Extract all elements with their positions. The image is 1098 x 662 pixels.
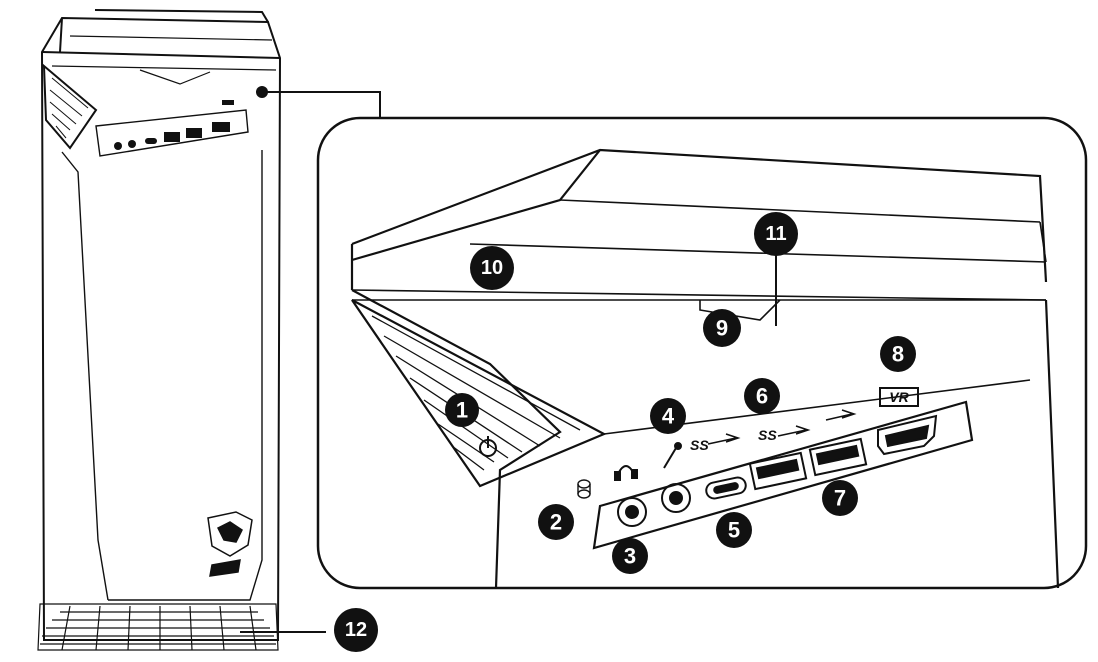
callout-12: 12 bbox=[334, 608, 378, 652]
callout-8: 8 bbox=[880, 336, 916, 372]
hdmi-port bbox=[877, 414, 938, 456]
power-panel-hatch bbox=[371, 315, 581, 471]
usb-icon bbox=[707, 409, 857, 445]
callout-1: 1 bbox=[445, 393, 479, 427]
microphone-icon bbox=[663, 442, 682, 469]
tower-ports bbox=[114, 100, 234, 150]
audio-jacks bbox=[617, 483, 691, 527]
svg-text:5: 5 bbox=[728, 518, 740, 543]
usb-c-port bbox=[705, 476, 747, 500]
power-icon bbox=[479, 436, 497, 457]
callout-11: 11 bbox=[754, 212, 798, 256]
front-edge bbox=[351, 289, 1060, 589]
callout-2: 2 bbox=[538, 504, 574, 540]
zoom-frame bbox=[316, 116, 1088, 590]
callout-10: 10 bbox=[470, 246, 514, 290]
svg-text:12: 12 bbox=[345, 619, 367, 641]
zoom-panel bbox=[316, 116, 1088, 590]
zoom-connector-line bbox=[262, 91, 381, 118]
svg-text:10: 10 bbox=[481, 257, 503, 279]
dragon-shield-logo bbox=[207, 511, 253, 577]
tower-bottom-grille bbox=[37, 603, 279, 651]
top-cap-outline bbox=[350, 148, 1048, 290]
svg-text:11: 11 bbox=[765, 223, 786, 245]
tower-power-panel bbox=[42, 63, 98, 150]
tower-power-hatch bbox=[49, 77, 89, 139]
vr-label: VR bbox=[889, 389, 909, 405]
usb3-label-a: SS bbox=[690, 437, 709, 453]
callout-9: 9 bbox=[703, 309, 741, 347]
tower-port-strip bbox=[95, 109, 249, 157]
hdd-led-icon bbox=[577, 479, 591, 499]
power-panel bbox=[351, 299, 607, 488]
pc-tower bbox=[37, 9, 282, 651]
top-cap-lines bbox=[351, 199, 1047, 301]
callout-5: 5 bbox=[716, 512, 752, 548]
svg-text:8: 8 bbox=[892, 342, 904, 367]
callout-4: 4 bbox=[650, 398, 686, 434]
tower-top-bevel bbox=[41, 9, 281, 59]
svg-text:2: 2 bbox=[550, 510, 562, 535]
port-strip bbox=[592, 400, 974, 550]
usb-a-port-2 bbox=[808, 437, 868, 477]
callout-7: 7 bbox=[822, 480, 858, 516]
svg-text:9: 9 bbox=[716, 316, 728, 341]
svg-text:3: 3 bbox=[624, 544, 636, 569]
svg-text:4: 4 bbox=[662, 404, 675, 429]
usb-a-port-1 bbox=[748, 451, 808, 491]
usb3-label-b: SS bbox=[758, 427, 777, 443]
callout-6: 6 bbox=[744, 378, 780, 414]
callouts: 1 2 3 4 5 6 7 8 bbox=[334, 212, 916, 652]
callout-3: 3 bbox=[612, 538, 648, 574]
tower-front-crease bbox=[61, 150, 263, 601]
tower-top-lines bbox=[51, 35, 277, 85]
svg-text:1: 1 bbox=[456, 398, 468, 423]
svg-text:7: 7 bbox=[834, 486, 846, 511]
zoom-detail bbox=[350, 148, 1060, 589]
svg-text:6: 6 bbox=[756, 384, 768, 409]
vr-label-box: VR bbox=[879, 387, 919, 407]
headphone-icon bbox=[614, 465, 638, 481]
